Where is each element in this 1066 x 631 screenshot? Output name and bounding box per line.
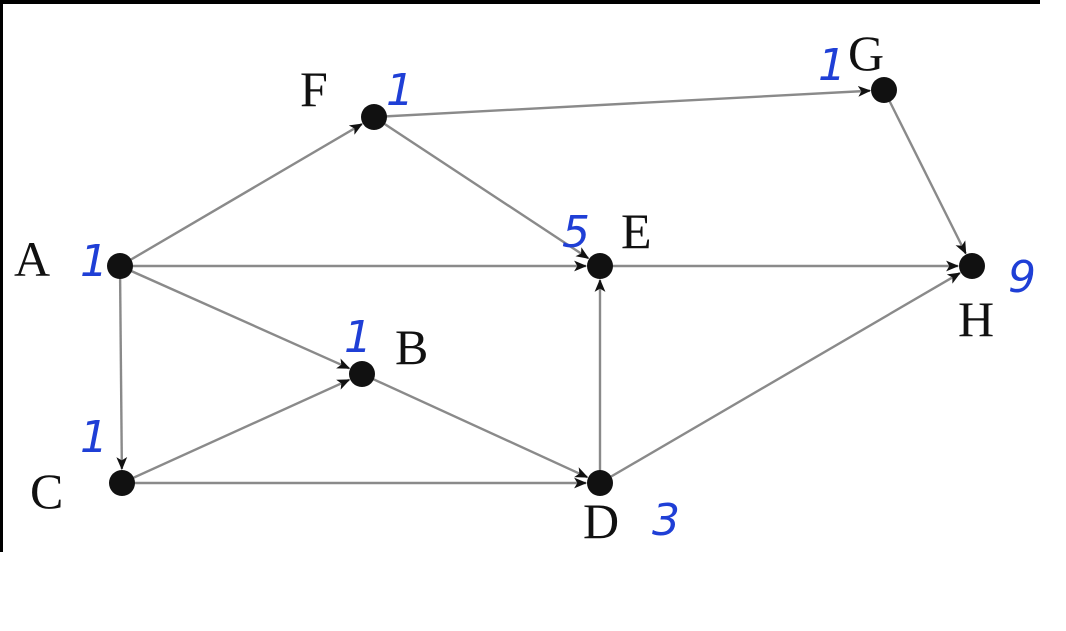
node-b	[349, 361, 375, 387]
edge-f-e	[375, 117, 590, 260]
note-h: 9	[1008, 252, 1036, 303]
node-label-e: E	[621, 203, 652, 259]
edge-g-h	[883, 91, 967, 255]
note-g: 1	[818, 40, 846, 91]
node-a	[107, 253, 133, 279]
node-d	[587, 470, 613, 496]
note-b: 1	[344, 312, 372, 363]
note-d: 3	[652, 495, 680, 546]
edge-a-f	[121, 123, 363, 267]
node-c	[109, 470, 135, 496]
node-e	[587, 253, 613, 279]
note-c: 1	[80, 412, 108, 463]
note-a: 1	[80, 236, 108, 287]
edge-d-h	[601, 272, 961, 484]
node-g	[871, 77, 897, 103]
note-e: 5	[562, 207, 590, 258]
node-label-b: B	[395, 319, 428, 375]
edge-c-b	[123, 378, 351, 484]
node-label-g: G	[848, 25, 884, 81]
node-label-f: F	[300, 61, 328, 117]
node-h	[959, 253, 985, 279]
node-label-d: D	[583, 493, 619, 549]
node-label-h: H	[958, 291, 994, 347]
left-border	[0, 0, 3, 552]
edge-a-c	[116, 267, 128, 471]
node-f	[361, 104, 387, 130]
edge-a-b	[121, 265, 351, 370]
top-border	[0, 0, 1040, 4]
node-label-a: A	[14, 231, 50, 287]
note-f: 1	[386, 65, 414, 116]
edge-b-d	[363, 373, 589, 479]
edge-f-g	[375, 85, 872, 119]
node-label-c: C	[30, 463, 63, 519]
